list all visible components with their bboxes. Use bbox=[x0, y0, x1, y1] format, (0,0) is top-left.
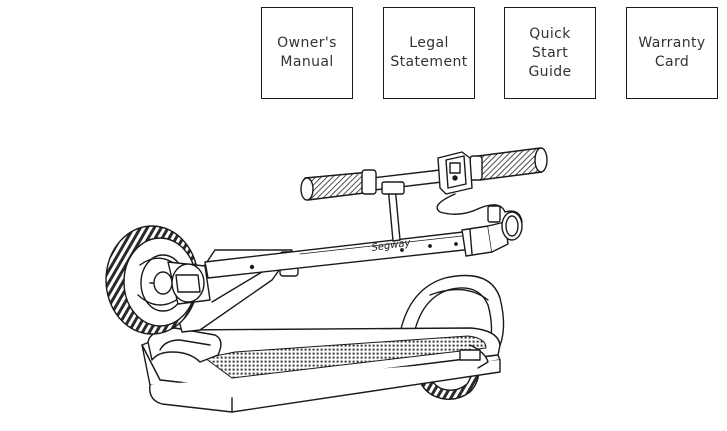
warranty-card-box: Warranty Card bbox=[626, 7, 718, 99]
quick-start-guide-label-line-1: Quick bbox=[529, 25, 571, 42]
warranty-card-label-line-2: Card bbox=[654, 54, 690, 70]
brake-cable bbox=[436, 193, 506, 223]
stem-tube: Segway bbox=[204, 221, 509, 279]
quick-start-guide-box: Quick Start Guide bbox=[504, 7, 596, 99]
deck bbox=[141, 327, 501, 413]
owners-manual-label-line-1: Owner's bbox=[277, 35, 337, 51]
throttle-display-unit bbox=[437, 151, 473, 195]
front-wheel bbox=[105, 225, 211, 335]
quick-start-guide-label-line-3: Guide bbox=[528, 63, 572, 80]
legal-statement-label-line-2: Statement bbox=[390, 54, 468, 70]
handlebar-clamp bbox=[501, 210, 523, 241]
legal-statement-box: Legal Statement bbox=[383, 7, 475, 99]
owners-manual-box: Owner's Manual bbox=[261, 7, 353, 99]
owners-manual-label-line-2: Manual bbox=[280, 54, 334, 70]
legal-statement-label-line-1: Legal bbox=[409, 35, 449, 51]
quick-start-guide-label-line-2: Start bbox=[531, 44, 569, 61]
left-grip bbox=[300, 169, 377, 201]
right-grip bbox=[469, 147, 548, 181]
warranty-card-label-line-1: Warranty bbox=[638, 35, 706, 51]
